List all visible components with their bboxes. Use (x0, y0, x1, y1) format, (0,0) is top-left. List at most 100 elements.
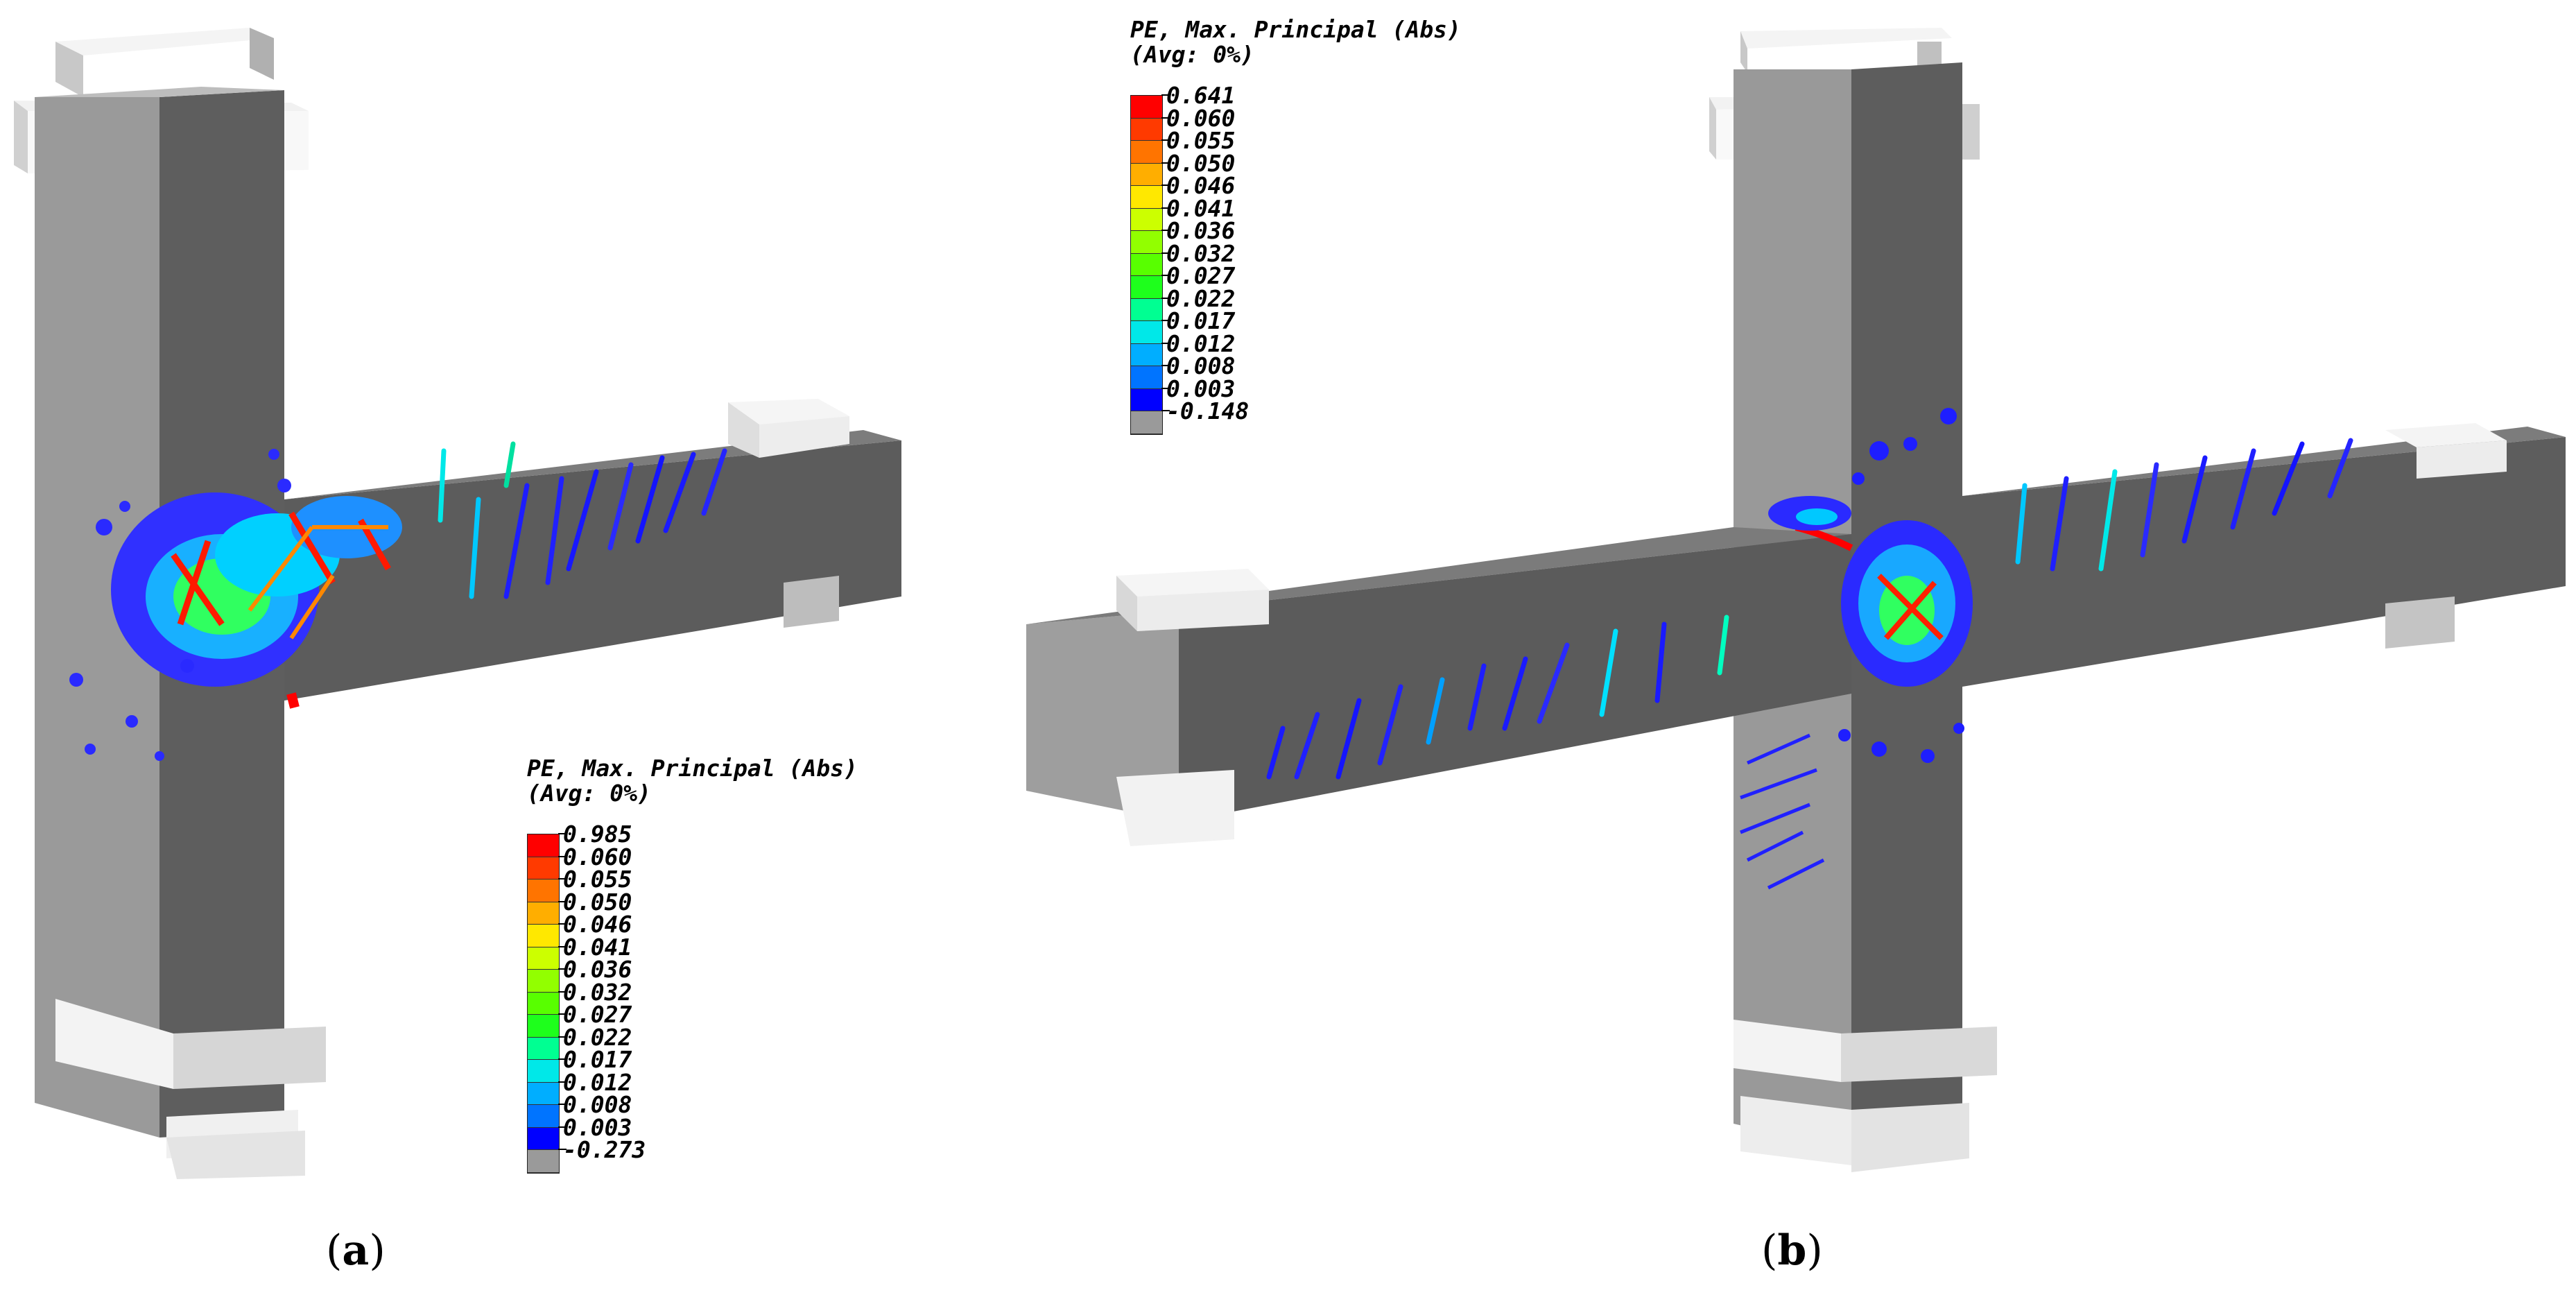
legend-swatch (528, 1060, 559, 1083)
legend-tick (1161, 252, 1170, 254)
legend-swatch (1131, 186, 1162, 209)
legend-value-label: 0.022 (563, 1023, 632, 1051)
legend-swatch (528, 1150, 559, 1173)
legend-value-label: 0.032 (1166, 239, 1236, 267)
legend-swatch (528, 1105, 559, 1128)
legend-title-b: PE, Max. Principal (Abs) (1130, 16, 1461, 43)
legend-swatch (1131, 343, 1162, 366)
legend-tick (1161, 207, 1170, 209)
legend-value-label: 0.027 (563, 1001, 632, 1028)
legend-tick (558, 1126, 567, 1128)
legend-tick (1161, 94, 1170, 96)
legend-value-label: 0.041 (1166, 194, 1236, 222)
legend-colorbar-a (527, 834, 560, 1174)
legend-swatch (528, 902, 559, 925)
legend-value-label: 0.008 (563, 1091, 632, 1118)
legend-value-label: 0.060 (563, 843, 632, 870)
legend-tick (558, 968, 567, 970)
legend-swatch (1131, 276, 1162, 299)
legend-value-label: 0.027 (1166, 262, 1236, 289)
panel-a-model-render (14, 28, 901, 1179)
legend-tick (1161, 275, 1170, 276)
legend-tick (1161, 320, 1170, 321)
legend-swatch (1131, 208, 1162, 231)
legend-tick (1161, 230, 1170, 231)
legend-swatch (1131, 118, 1162, 141)
legend-swatch (528, 947, 559, 970)
legend-tick (1161, 162, 1170, 164)
legend-swatch (1131, 231, 1162, 254)
legend-value-label: 0.060 (1166, 104, 1236, 132)
legend-value-label: 0.046 (1166, 172, 1236, 199)
column-a (35, 97, 159, 1138)
legend-swatch (528, 992, 559, 1015)
joint-damage-contour-a (111, 492, 402, 709)
legend-value-label: 0.046 (563, 911, 632, 938)
legend-value-label: 0.985 (563, 821, 632, 848)
legend-swatch (528, 1082, 559, 1105)
legend-value-label: 0.050 (563, 888, 632, 916)
legend-value-label: 0.641 (1166, 82, 1236, 109)
legend-tick (1161, 387, 1170, 389)
legend-value-label: 0.008 (1166, 352, 1236, 379)
panel-label-b: (b) (1761, 1226, 1823, 1275)
legend-swatch (528, 925, 559, 947)
legend-value-label: 0.036 (563, 956, 632, 983)
panel-label-a: (a) (326, 1226, 386, 1275)
legend-tick (558, 878, 567, 880)
beam-crack-pattern-a (438, 441, 727, 599)
legend-value-label: -0.148 (1166, 397, 1250, 424)
bottom-bearing-plate-b (1734, 1020, 1841, 1082)
legend-colorbar-b (1130, 95, 1163, 435)
legend-tick (1161, 117, 1170, 119)
legend-swatch (1131, 366, 1162, 389)
legend-swatch (528, 970, 559, 993)
column-damage-speckle-a (69, 449, 291, 761)
legend-tick (558, 945, 567, 947)
legend-swatch (528, 1015, 559, 1038)
top-bearing-plate-b (1740, 28, 1952, 49)
beam-end-plate-top-a (728, 399, 849, 424)
legend-tick (558, 855, 567, 857)
legend-subtitle-a: (Avg: 0%) (527, 780, 651, 807)
panel-b-model-render (1026, 28, 2566, 1172)
legend-tick (558, 990, 567, 993)
legend-swatch (1131, 96, 1162, 119)
legend-value-label: 0.017 (1166, 307, 1236, 334)
legend-tick (558, 833, 567, 834)
legend-value-label: 0.017 (563, 1046, 632, 1073)
legend-value-label: 0.003 (1166, 375, 1236, 402)
legend-swatch (528, 834, 559, 857)
legend-value-label: 0.022 (1166, 284, 1236, 312)
legend-swatch (1131, 388, 1162, 411)
column-damage-speckle-b (1838, 408, 1964, 763)
legend-swatch (528, 857, 559, 880)
beam-crack-pattern-b (1266, 438, 2353, 780)
legend-swatch (1131, 141, 1162, 164)
legend-tick (558, 1058, 567, 1060)
legend-value-label: 0.036 (1166, 217, 1236, 244)
legend-value-label: 0.003 (563, 1113, 632, 1141)
legend-value-label: -0.273 (563, 1136, 646, 1163)
column-shear-cracks-b (1740, 733, 1825, 890)
legend-swatch (1131, 321, 1162, 344)
legend-value-label: 0.032 (563, 978, 632, 1006)
legend-swatch (1131, 411, 1162, 434)
legend-tick (1161, 410, 1170, 411)
legend-value-label: 0.055 (1166, 127, 1236, 154)
legend-value-label: 0.050 (1166, 149, 1236, 177)
legend-tick (1161, 185, 1170, 186)
legend-tick (558, 923, 567, 925)
legend-a: PE, Max. Principal (Abs) (Avg: 0%) 0.985… (527, 756, 1012, 1200)
legend-tick (1161, 342, 1170, 344)
legend-swatch (528, 1037, 559, 1060)
legend-tick (558, 1013, 567, 1015)
legend-subtitle-b: (Avg: 0%) (1130, 41, 1254, 68)
legend-value-label: 0.012 (563, 1068, 632, 1096)
legend-tick (558, 900, 567, 902)
legend-swatch (1131, 253, 1162, 276)
legend-value-label: 0.055 (563, 866, 632, 893)
joint-damage-contour-b (1768, 496, 1973, 687)
beam-a (284, 440, 901, 701)
legend-swatch (528, 880, 559, 902)
